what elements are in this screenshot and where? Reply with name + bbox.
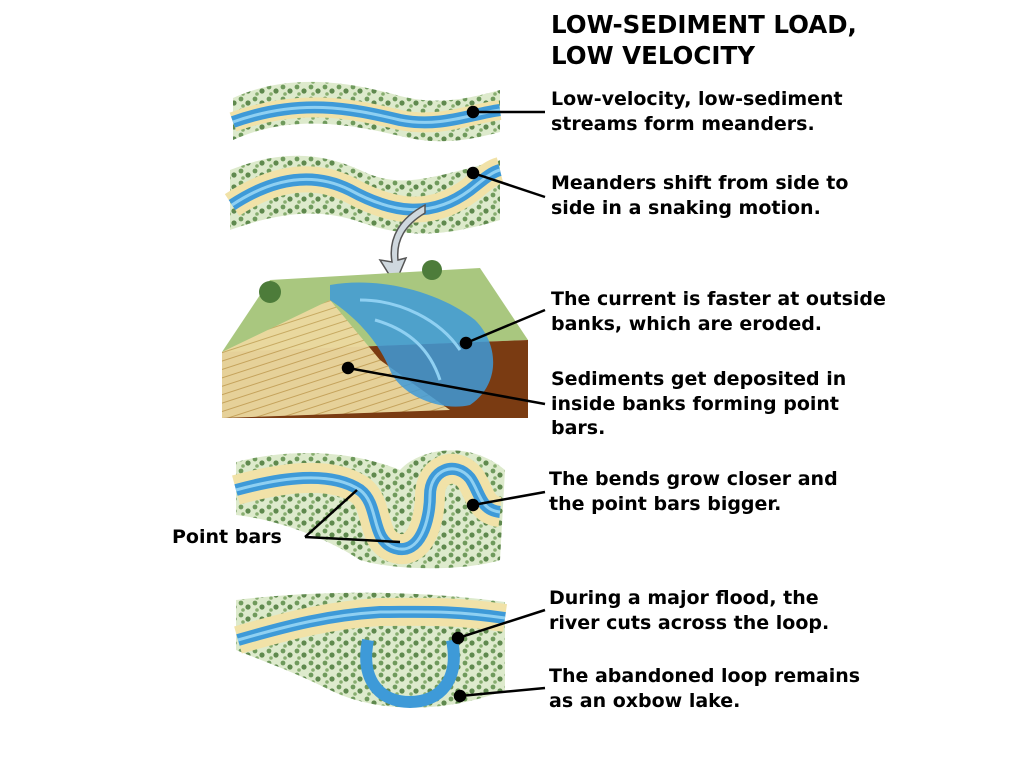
caption-meanders-form: Low-velocity, low-sediment streams form … <box>551 87 843 136</box>
leader-lines <box>304 105 546 703</box>
caption-line: Meanders shift from side to <box>551 172 849 194</box>
caption-line: The bends grow closer and <box>549 468 838 490</box>
caption-point-bars-deposited: Sediments get deposited in inside banks … <box>551 367 846 441</box>
oxbow-lake <box>360 638 460 709</box>
point-bars-label: Point bars <box>172 526 282 548</box>
caption-outside-banks-eroded: The current is faster at outside banks, … <box>551 287 886 336</box>
caption-line: Sediments get deposited in <box>551 368 847 390</box>
caption-oxbow-lake: The abandoned loop remains as an oxbow l… <box>549 664 860 713</box>
stage5-meander-strip <box>234 592 508 709</box>
caption-line: inside banks forming point <box>551 392 839 415</box>
title-line-2: LOW VELOCITY <box>551 41 755 70</box>
tree-icon <box>259 281 281 303</box>
caption-line: side in a snaking motion. <box>551 196 821 219</box>
tree-icon <box>422 260 442 280</box>
diagram-title: LOW-SEDIMENT LOAD, LOW VELOCITY <box>551 9 991 71</box>
caption-line: bars. <box>551 417 606 439</box>
caption-line: During a major flood, the <box>549 587 819 609</box>
caption-line: The abandoned loop remains <box>549 665 861 687</box>
caption-bends-grow: The bends grow closer and the point bars… <box>549 467 838 516</box>
stage2-meander-strip <box>224 155 504 234</box>
stage3-block-diagram <box>222 260 528 418</box>
caption-line: the point bars bigger. <box>549 492 782 515</box>
caption-line: as an oxbow lake. <box>549 689 741 712</box>
caption-line: The current is faster at outside <box>551 288 886 310</box>
stage1-meander-strip <box>229 81 502 142</box>
caption-line: river cuts across the loop. <box>549 611 830 634</box>
caption-meanders-shift: Meanders shift from side to side in a sn… <box>551 171 848 220</box>
title-line-1: LOW-SEDIMENT LOAD, <box>551 10 857 39</box>
stage4-meander-strip <box>232 450 505 569</box>
caption-flood-cutoff: During a major flood, the river cuts acr… <box>549 586 829 635</box>
caption-line: Low-velocity, low-sediment <box>551 88 843 110</box>
caption-line: banks, which are eroded. <box>551 312 823 335</box>
caption-line: streams form meanders. <box>551 112 815 135</box>
